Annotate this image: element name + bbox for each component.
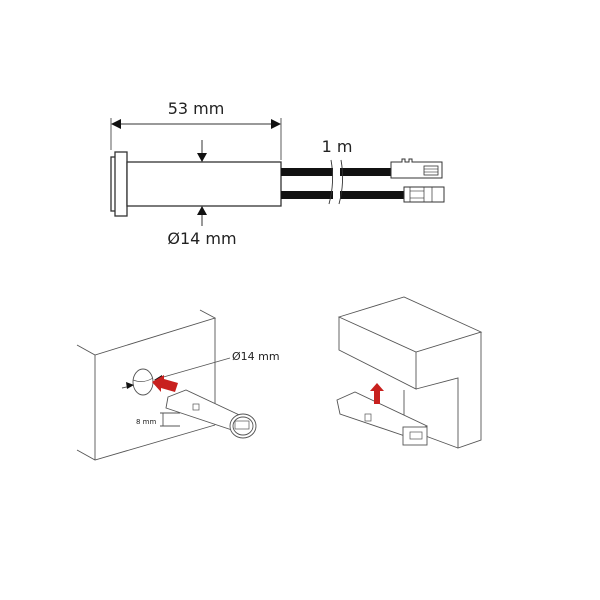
wall-installation — [76, 309, 257, 461]
cabinet-installation — [336, 296, 483, 449]
cable-length-label: 1 m — [322, 137, 353, 156]
insert-arrow-icon — [152, 375, 178, 392]
offset-label: 8 mm — [136, 418, 156, 426]
length-label: 53 mm — [168, 99, 225, 118]
hole-diameter-label: Ø14 mm — [232, 350, 280, 363]
lift-arrow-icon — [370, 383, 384, 404]
diameter-label: Ø14 mm — [167, 229, 236, 248]
sensor-side-view — [110, 118, 445, 226]
